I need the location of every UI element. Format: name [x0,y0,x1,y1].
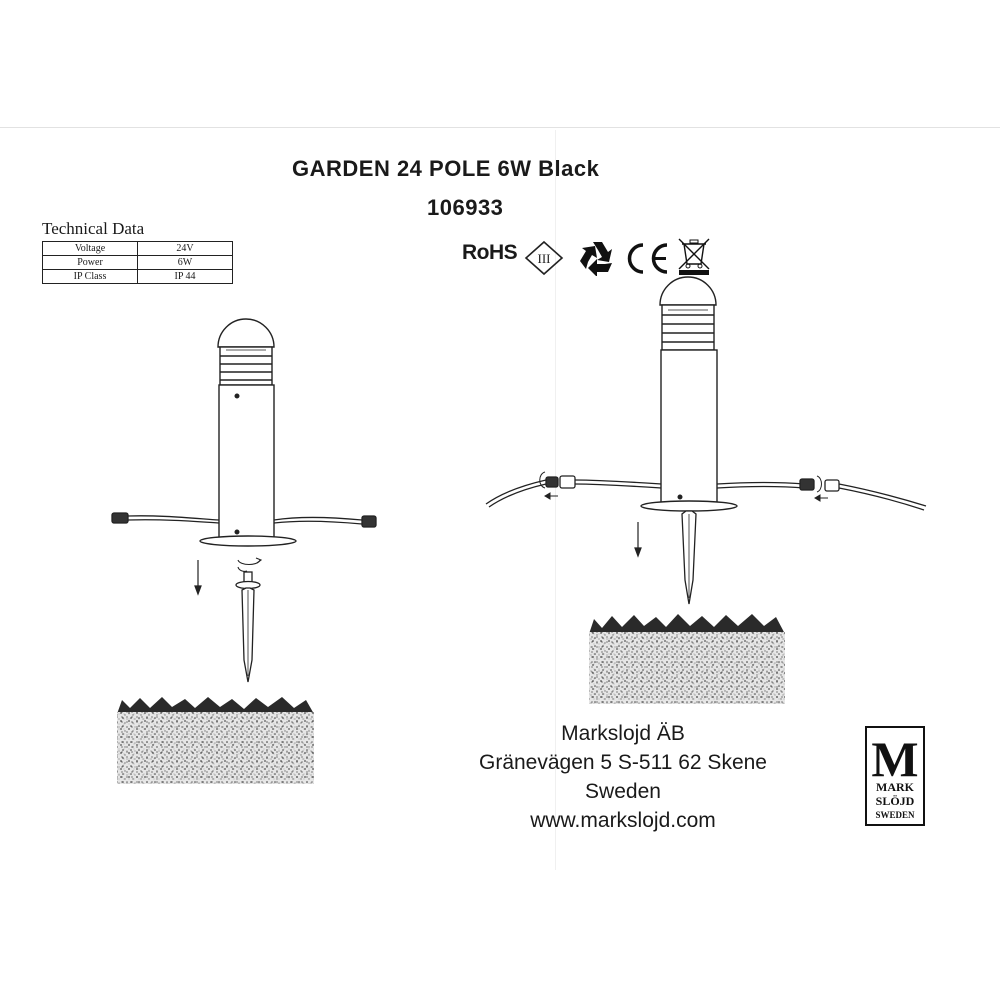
logo-line-1: MARK [876,780,915,794]
certification-marks: RoHS III [460,236,720,276]
logo-letter: M [871,731,918,787]
spec-label: IP Class [42,269,138,284]
table-row: IP Class IP 44 [42,269,233,284]
arrow-down-right [634,522,642,558]
technical-data-heading: Technical Data [42,219,145,238]
logo-line-3: SWEDEN [875,810,915,820]
cable-left [111,512,377,528]
class-iii-icon: III [524,240,564,276]
product-title: GARDEN 24 POLE 6W Black [292,156,600,181]
weee-bin-icon [678,238,710,275]
markslojd-logo: M MARK SLÖJD SWEDEN [865,726,925,826]
technical-data-table: Voltage 24V Power 6W IP Class IP 44 [42,241,233,284]
fold-line [555,130,556,870]
bollard-lamp-left [199,318,297,547]
cable-right [485,475,927,511]
bollard-lamp-right [640,276,738,512]
spec-value: IP 44 [137,269,233,284]
rohs-mark: RoHS [462,241,518,264]
direction-arrows-right [539,471,828,502]
top-edge-line [0,127,1000,128]
cert-icons: III [524,238,710,276]
rotate-arrows-left [237,557,263,572]
ground-spike-right [681,510,697,605]
soil-block-right [589,614,785,704]
soil-block-left [117,697,314,784]
logo-line-2: SLÖJD [876,794,915,808]
ce-mark-icon [627,243,668,274]
table-row: Power 6W [42,255,233,270]
logo-graphic: M MARK SLÖJD SWEDEN [865,726,925,826]
class-iii-label: III [538,251,551,266]
product-code: 106933 [427,195,504,220]
company-website-link[interactable]: www.markslojd.com [530,809,716,832]
company-country: Sweden [585,780,661,803]
recycle-icon [580,242,612,276]
company-name: Markslojd ÄB [561,722,685,745]
arrow-down-left [194,560,202,596]
ground-spike-left [235,571,261,683]
company-street: Gränevägen 5 S-511 62 Skene [479,751,767,774]
